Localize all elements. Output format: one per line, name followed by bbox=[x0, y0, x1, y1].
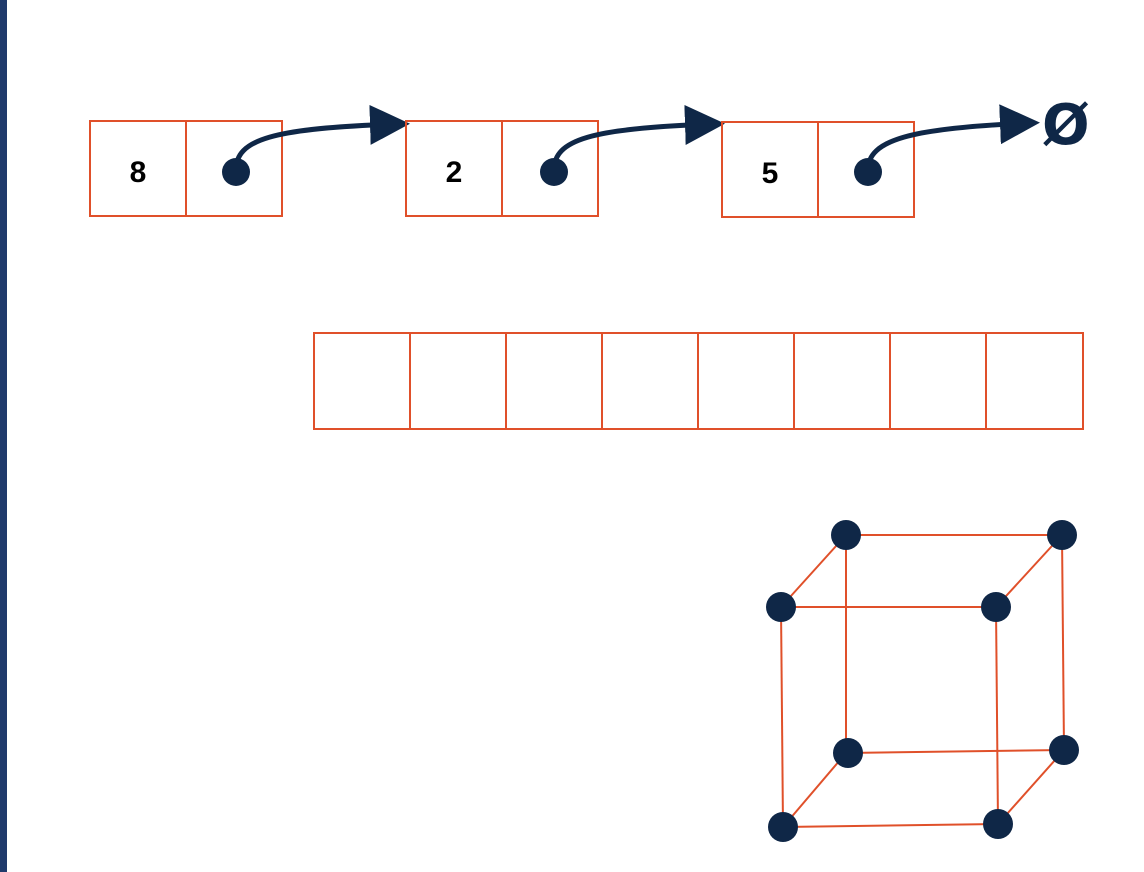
array-cell bbox=[697, 332, 795, 430]
graph-vertex bbox=[1047, 520, 1077, 550]
cube-graph bbox=[766, 520, 1079, 842]
null-terminator: Ø bbox=[1042, 93, 1090, 158]
node-2-pointer-cell bbox=[501, 120, 599, 217]
graph-edge bbox=[1061, 534, 1065, 751]
list-node-1: 8 bbox=[89, 104, 410, 217]
graph-vertex bbox=[833, 738, 863, 768]
array-cell bbox=[409, 332, 507, 430]
pointer-arrow-3 bbox=[865, 104, 1040, 171]
array-cell bbox=[985, 332, 1084, 430]
list-node-2: 2 bbox=[405, 104, 725, 217]
graph-edge bbox=[845, 749, 1065, 754]
cube-vertices bbox=[766, 520, 1079, 842]
pointer-arrow-2 bbox=[551, 104, 725, 171]
array-cell bbox=[889, 332, 987, 430]
graph-edge bbox=[782, 823, 999, 828]
graph-vertex bbox=[768, 812, 798, 842]
cube-edges bbox=[780, 534, 1065, 828]
graph-edge bbox=[780, 534, 847, 608]
linked-list: 8 2 5 Ø bbox=[89, 93, 1090, 218]
graph-edge bbox=[995, 534, 1063, 608]
graph-edge bbox=[995, 606, 999, 825]
node-1-value: 8 bbox=[130, 156, 147, 189]
left-edge-bar bbox=[0, 0, 7, 872]
graph-vertex bbox=[981, 592, 1011, 622]
node-3-value: 5 bbox=[762, 157, 779, 190]
node-3-pointer-cell bbox=[817, 121, 915, 218]
pointer-dot-2 bbox=[540, 158, 568, 186]
array bbox=[313, 332, 1084, 430]
graph-vertex bbox=[766, 592, 796, 622]
graph-edge bbox=[782, 752, 847, 828]
pointer-dot-1 bbox=[222, 158, 250, 186]
graph-vertex bbox=[1049, 735, 1079, 765]
node-2-value: 2 bbox=[446, 156, 463, 189]
array-cell bbox=[601, 332, 699, 430]
pointer-dot-3 bbox=[854, 158, 882, 186]
list-node-3: 5 bbox=[721, 104, 1040, 218]
array-cell bbox=[313, 332, 411, 430]
array-cell bbox=[793, 332, 891, 430]
array-cell bbox=[505, 332, 603, 430]
node-1-pointer-cell bbox=[185, 120, 283, 217]
graph-edge bbox=[997, 749, 1065, 825]
pointer-arrow-1 bbox=[233, 104, 410, 171]
graph-edge bbox=[780, 606, 784, 828]
graph-vertex bbox=[983, 809, 1013, 839]
graph-vertex bbox=[831, 520, 861, 550]
